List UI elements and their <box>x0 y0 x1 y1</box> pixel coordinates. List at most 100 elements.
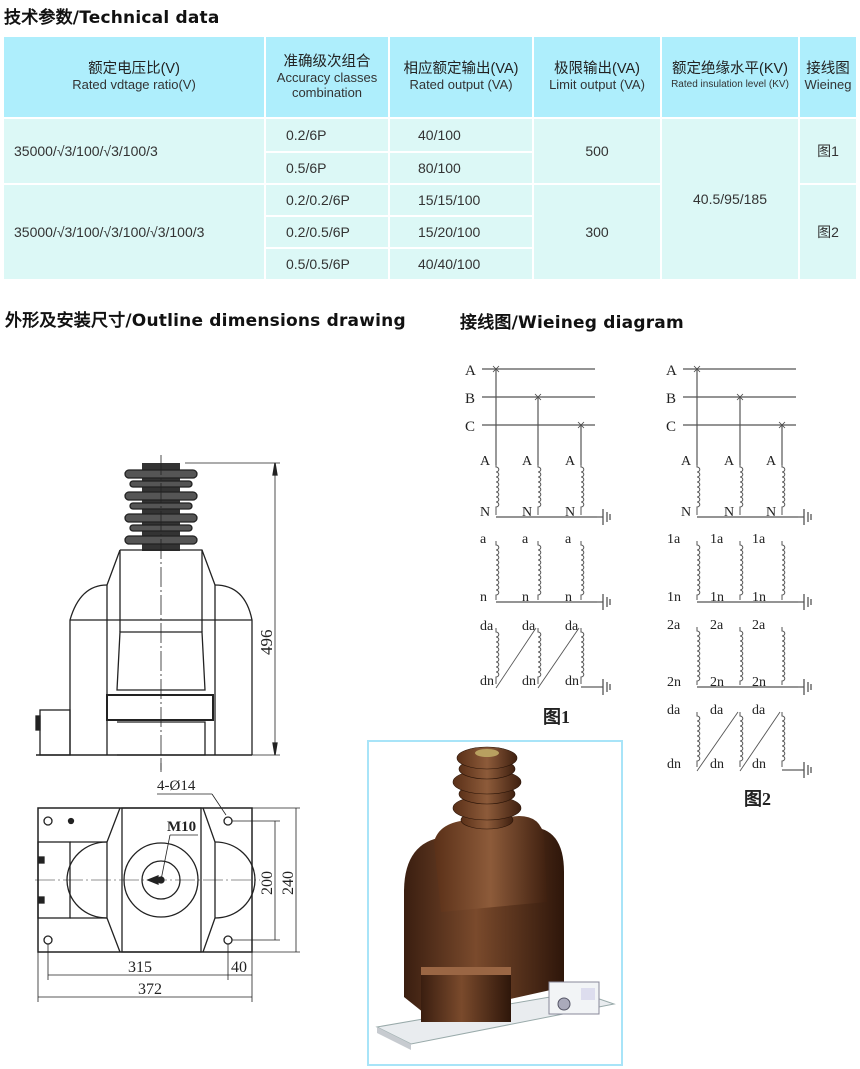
thread-label: M10 <box>167 819 196 835</box>
header-cn: 极限输出(VA) <box>554 61 640 77</box>
terminal-label-A: A <box>766 454 777 469</box>
coil-winding <box>781 712 786 767</box>
terminal-label-n: n <box>480 590 487 605</box>
front-view: 496 <box>35 455 280 770</box>
col-insulation: 额定绝缘水平(KV)Rated insulation level (KV) <box>662 37 798 117</box>
col-voltage-ratio: 额定电压比(V)Rated vdtage ratio(V) <box>4 37 264 117</box>
coil-winding <box>739 712 744 767</box>
terminal-label-N: N <box>480 505 490 520</box>
col-rated-output: 相应额定输出(VA)Rated output (VA) <box>390 37 532 117</box>
terminal-label-2a: 2a <box>752 618 766 633</box>
limit-output-cell: 500 <box>534 119 660 183</box>
figure-caption: 图2 <box>744 789 771 809</box>
technical-data-heading: 技术参数/Technical data <box>4 8 220 28</box>
dimension-315-label: 315 <box>128 959 152 976</box>
voltage-ratio-cell: 35000/√3/100/√3/100/√3/100/3 <box>4 185 264 279</box>
mounting-holes-label: 4-Ø14 <box>157 778 196 794</box>
accuracy-cell: 0.2/0.2/6P <box>266 185 388 215</box>
dimension-240-label: 240 <box>280 871 297 895</box>
terminal-label-2n: 2n <box>752 675 766 690</box>
ground-icon <box>803 509 812 525</box>
table-row: 0.5/0.5/6P 40/40/100 <box>4 249 856 279</box>
ground-icon <box>602 509 611 525</box>
coil-winding <box>739 627 744 685</box>
terminal-label-da: da <box>480 619 494 634</box>
terminal-label-2a: 2a <box>710 618 724 633</box>
voltage-ratio-cell: 35000/√3/100/√3/100/3 <box>4 119 264 183</box>
coil-winding <box>696 463 701 515</box>
header-cn: 额定电压比(V) <box>88 61 180 77</box>
output-cell: 15/15/100 <box>390 185 532 215</box>
output-cell: 15/20/100 <box>390 217 532 247</box>
terminal-label-N: N <box>565 505 575 520</box>
ground-icon <box>803 679 812 695</box>
terminal-label-da: da <box>667 703 681 718</box>
outline-heading: 外形及安装尺寸/Outline dimensions drawing <box>5 311 406 331</box>
dimension-372-label: 372 <box>138 981 162 998</box>
terminal-label-dn: dn <box>480 674 494 689</box>
header-en: Limit output (VA) <box>549 77 645 92</box>
header-en: Wieineg <box>804 77 852 92</box>
dimension-200-label: 200 <box>259 871 276 895</box>
terminal-label-A: A <box>522 454 533 469</box>
insulation-cell: 40.5/95/185 <box>662 119 798 279</box>
transformer-illustration <box>375 746 616 1050</box>
accuracy-cell: 0.2/6P <box>266 119 388 151</box>
delta-link <box>696 711 739 772</box>
col-limit-output: 极限输出(VA)Limit output (VA) <box>534 37 660 117</box>
header-en: Accuracy classes combination <box>276 69 378 100</box>
ground-icon <box>602 679 611 695</box>
terminal-label-dn: dn <box>752 757 766 772</box>
terminal-label-N: N <box>766 505 776 520</box>
coil-winding <box>781 627 786 685</box>
terminal-label-a: a <box>480 532 487 547</box>
ground-icon <box>803 762 812 778</box>
terminal-label-1a: 1a <box>710 532 724 547</box>
wiring-heading: 接线图/Wieineg diagram <box>460 313 684 333</box>
header-cn: 接线图 <box>806 61 850 77</box>
terminal-label-A: A <box>565 454 576 469</box>
terminal-label-da: da <box>565 619 579 634</box>
coil-winding <box>739 541 744 600</box>
accuracy-cell: 0.2/0.5/6P <box>266 217 388 247</box>
delta-link <box>495 627 537 689</box>
terminal-label-dn: dn <box>522 674 536 689</box>
output-cell: 40/100 <box>390 119 532 151</box>
coil-winding <box>781 541 786 600</box>
coil-winding <box>580 628 585 684</box>
terminal-label-n: n <box>565 590 572 605</box>
coil-winding <box>781 463 786 515</box>
terminal-label-1a: 1a <box>752 532 766 547</box>
terminal-label-N: N <box>681 505 691 520</box>
figure-caption: 图1 <box>543 707 570 727</box>
terminal-label-1n: 1n <box>752 590 766 605</box>
coil-winding <box>537 628 542 684</box>
bus-label-B: B <box>666 391 676 407</box>
terminal-label-N: N <box>724 505 734 520</box>
terminal-label-1n: 1n <box>667 590 681 605</box>
terminal-label-N: N <box>522 505 532 520</box>
accuracy-cell: 0.5/6P <box>266 153 388 183</box>
coil-winding <box>739 463 744 515</box>
table-row: 0.2/0.5/6P 15/20/100 <box>4 217 856 247</box>
terminal-label-A: A <box>681 454 692 469</box>
terminal-label-da: da <box>710 703 724 718</box>
coil-winding <box>696 627 701 685</box>
coil-winding <box>580 541 585 600</box>
terminal-label-2a: 2a <box>667 618 681 633</box>
ground-icon <box>803 594 812 610</box>
diagram-cell: 图2 <box>800 185 856 279</box>
coil-winding <box>580 463 585 515</box>
terminal-label-a: a <box>565 532 572 547</box>
terminal-label-A: A <box>724 454 735 469</box>
bus-label-A: A <box>666 363 677 379</box>
coil-winding <box>495 463 500 515</box>
terminal-label-dn: dn <box>667 757 681 772</box>
coil-winding <box>537 541 542 600</box>
coil-winding <box>495 628 500 684</box>
